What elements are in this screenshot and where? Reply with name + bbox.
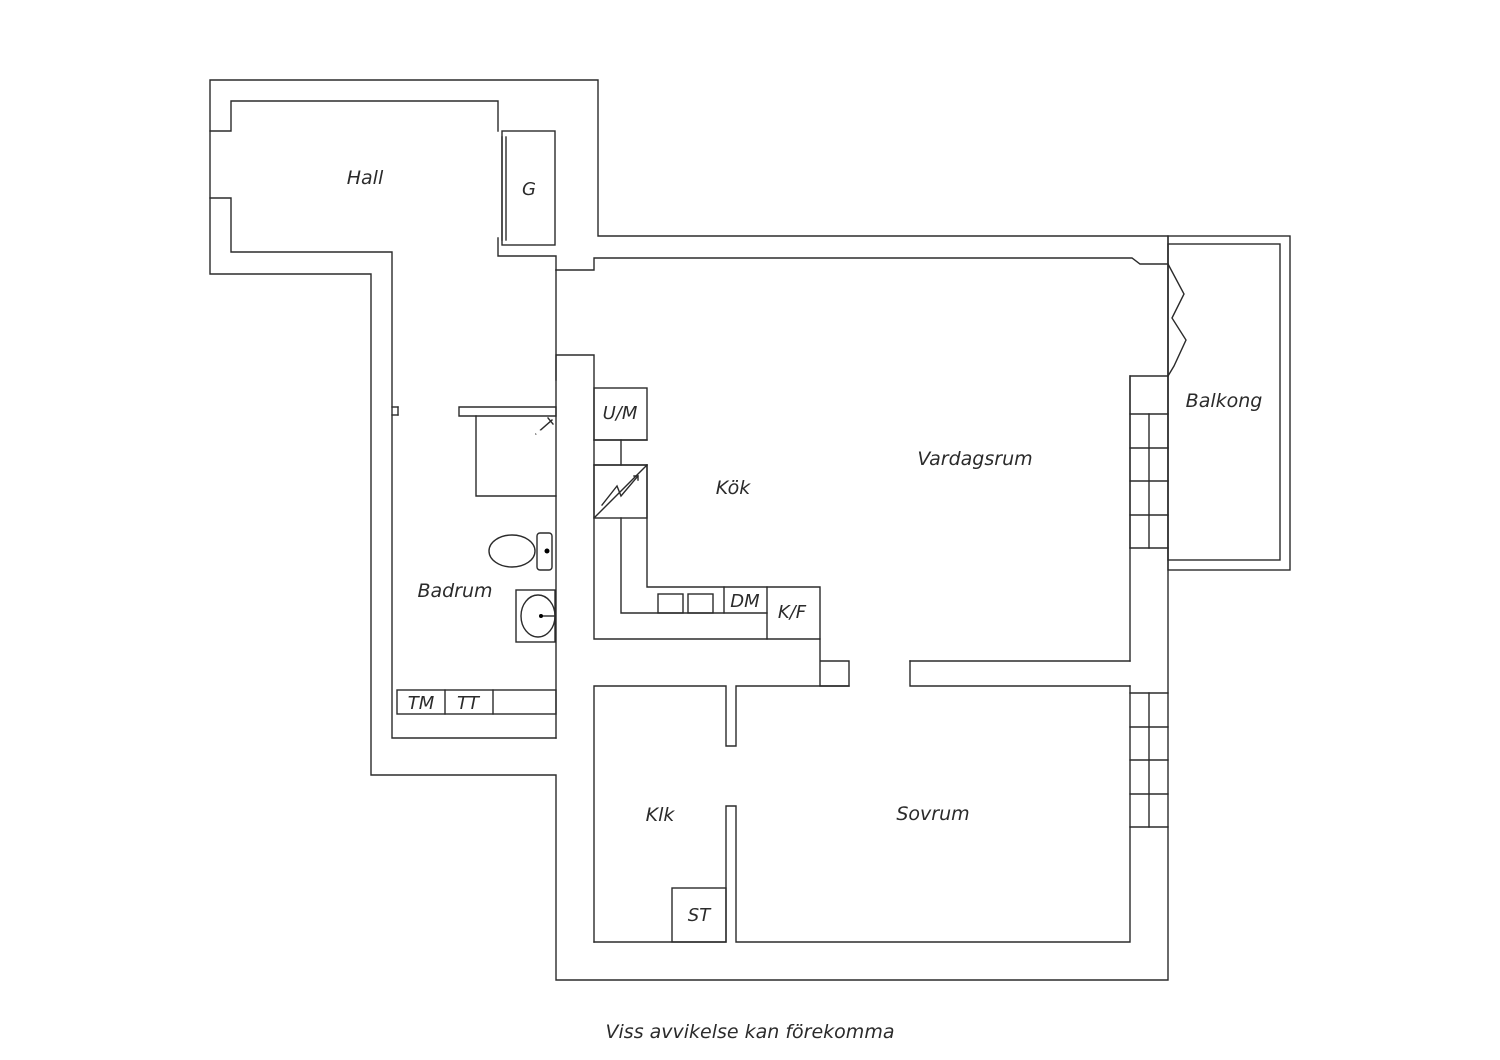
fixture-label-kyl-frys: K/F <box>778 602 807 623</box>
outer-wall <box>209 79 1169 981</box>
fixture-label-diskmaskin: DM <box>730 591 760 612</box>
window-bedroom <box>1129 692 1169 828</box>
shower-icon <box>535 417 554 436</box>
room-label-balkong: Balkong <box>1186 390 1263 412</box>
fixture-label-stadskap: ST <box>688 905 712 926</box>
hall-garderob-wall <box>497 237 557 271</box>
sink-icon <box>515 589 556 643</box>
bedroom-wall <box>593 685 1131 943</box>
laundry-counter <box>396 689 557 715</box>
window-living <box>1129 375 1169 549</box>
shower-tray <box>475 415 557 497</box>
balcony-inner <box>1167 243 1281 561</box>
toilet-icon <box>488 532 553 571</box>
kitchen-drawer <box>657 593 684 614</box>
room-label-badrum: Badrum <box>417 580 492 602</box>
stadskap-box <box>671 887 727 943</box>
room-label-vardagsrum: Vardagsrum <box>917 448 1032 470</box>
bedroom-wall <box>593 685 850 943</box>
living-wall <box>909 660 1131 687</box>
kitchen-wall <box>555 354 850 739</box>
kitchen-counter <box>646 464 821 640</box>
balcony-door-icon <box>1167 263 1187 377</box>
fixture-label-garderob: G <box>522 179 536 200</box>
hall-wall <box>209 100 499 132</box>
kitchen-drawer <box>687 593 714 614</box>
hall-wall-lower <box>209 197 557 739</box>
room-label-klk: Klk <box>646 804 676 826</box>
fixture-label-ugn-mikro: U/M <box>603 403 638 424</box>
room-label-kok: Kök <box>716 477 751 499</box>
room-label-sovrum: Sovrum <box>896 803 969 825</box>
fixture-label-tvattmaskin: TM <box>408 693 435 714</box>
kitchen-counter <box>620 517 768 614</box>
fixture-label-torktumlare: TT <box>457 693 481 714</box>
room-label-hall: Hall <box>347 167 384 189</box>
shower-wall <box>458 406 557 417</box>
corridor-wall <box>555 257 1169 271</box>
stove-icon <box>593 464 648 519</box>
disclaimer-caption: Viss avvikelse kan förekomma <box>605 1021 895 1043</box>
